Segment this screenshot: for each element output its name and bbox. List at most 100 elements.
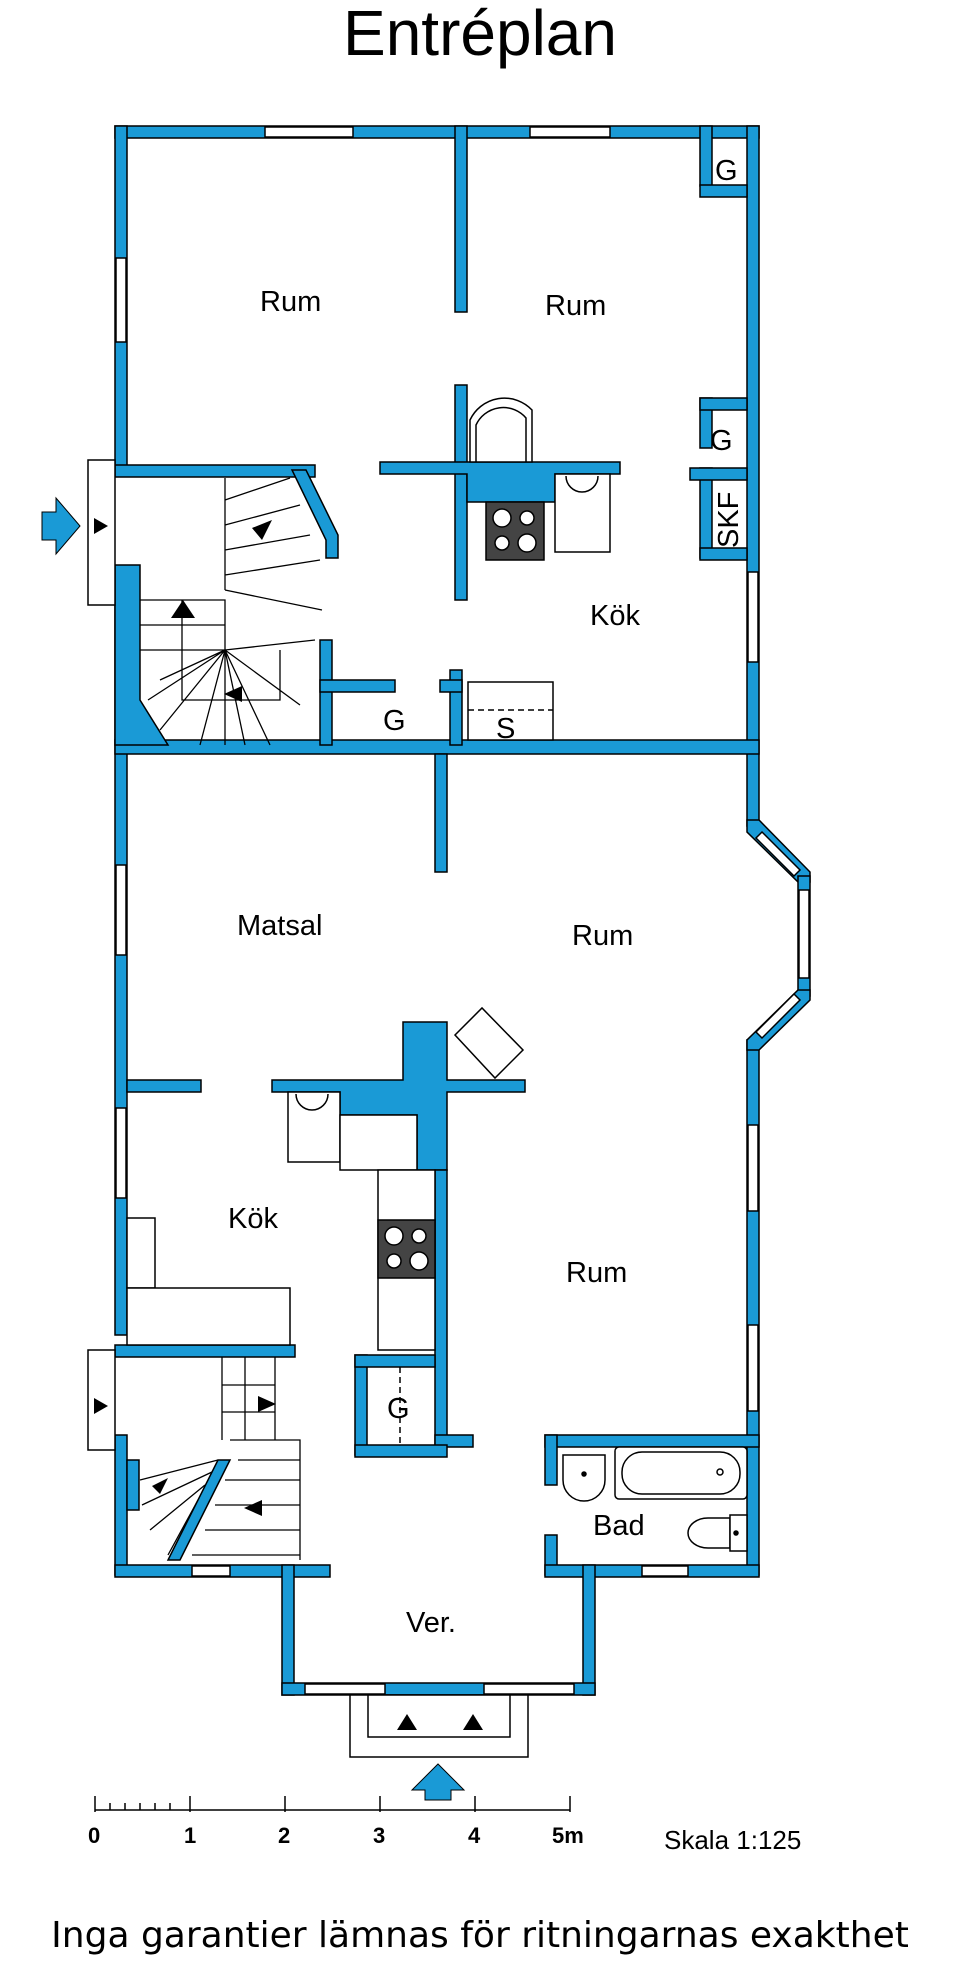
scale-text: Skala 1:125 bbox=[664, 1825, 801, 1855]
stove bbox=[485, 501, 545, 561]
stove-burner bbox=[492, 508, 512, 528]
wall bbox=[699, 397, 748, 411]
entry-steps bbox=[367, 1694, 511, 1738]
room-label-upper-right: Rum bbox=[545, 290, 606, 322]
fridge bbox=[287, 1091, 341, 1163]
bathtub-drain bbox=[716, 1468, 724, 1476]
wall bbox=[699, 547, 748, 561]
bathtub-inner bbox=[621, 1451, 741, 1495]
scale-tick-label: 0 bbox=[88, 1823, 100, 1848]
wall bbox=[434, 753, 448, 873]
wall bbox=[126, 1079, 202, 1093]
counter bbox=[339, 1114, 418, 1171]
disclaimer: Inga garantier lämnas för ritningarnas e… bbox=[51, 1915, 909, 1956]
scale-tick-label: 2 bbox=[278, 1823, 290, 1848]
stair-up-arrow bbox=[252, 520, 272, 540]
room-labels: Rum Rum Kök Matsal Rum Kök Rum Bad Ver. bbox=[228, 286, 645, 1639]
wall bbox=[114, 125, 760, 139]
wall bbox=[439, 679, 463, 693]
window bbox=[747, 1324, 759, 1412]
wall bbox=[114, 1434, 128, 1576]
wall bbox=[281, 1564, 295, 1696]
window bbox=[304, 1683, 386, 1695]
wall bbox=[434, 1169, 448, 1446]
stair-up-arrow bbox=[224, 686, 242, 702]
wall bbox=[699, 125, 713, 187]
arrows bbox=[94, 518, 483, 1730]
window bbox=[115, 1107, 127, 1199]
windows bbox=[115, 126, 810, 1695]
fixture-labels: G G SKF G S G bbox=[383, 155, 745, 1425]
entrance-arrow-bottom bbox=[410, 1763, 466, 1801]
wall bbox=[746, 125, 760, 827]
wall bbox=[746, 1039, 760, 1576]
stair-upper bbox=[140, 477, 323, 746]
stairs bbox=[139, 477, 323, 1560]
wall bbox=[544, 1434, 760, 1448]
stair-up-arrow bbox=[94, 1398, 108, 1414]
room-label-kitchen-upper: Kök bbox=[590, 600, 640, 632]
stove-burner bbox=[384, 1226, 404, 1246]
room-label-bath: Bad bbox=[593, 1510, 645, 1542]
stair-up-arrow bbox=[258, 1396, 276, 1412]
stair-wall bbox=[166, 1459, 232, 1561]
stair-up-arrow bbox=[171, 600, 195, 618]
window bbox=[641, 1565, 689, 1577]
scale-bar bbox=[94, 1796, 571, 1812]
tiled-stove-inner bbox=[475, 406, 527, 462]
floor-plan-title: Entréplan bbox=[343, 0, 617, 69]
scale-tick-label: 4 bbox=[468, 1823, 481, 1848]
stove-burner bbox=[517, 533, 537, 553]
wall bbox=[454, 125, 468, 313]
stair-wall bbox=[290, 469, 339, 559]
scale-tick-label: 3 bbox=[373, 1823, 385, 1848]
stove bbox=[377, 1219, 436, 1279]
stair-up-arrow bbox=[244, 1500, 262, 1516]
entrance-arrow-left bbox=[41, 496, 81, 556]
window bbox=[747, 571, 759, 663]
window bbox=[191, 1565, 231, 1577]
wall bbox=[689, 467, 748, 481]
window bbox=[264, 126, 354, 138]
wall bbox=[354, 1444, 448, 1458]
stove-burner bbox=[494, 535, 510, 551]
closet-label-g: G bbox=[387, 1393, 410, 1425]
toilet-seat-mark bbox=[733, 1530, 739, 1536]
entry-doors bbox=[87, 459, 529, 1758]
window bbox=[798, 889, 810, 979]
skf-label: SKF bbox=[713, 492, 745, 548]
wall bbox=[319, 679, 396, 693]
wall bbox=[114, 464, 316, 478]
toilet bbox=[687, 1517, 731, 1549]
counter bbox=[126, 1287, 291, 1346]
sink bbox=[554, 473, 611, 553]
room-label-living-upper: Rum bbox=[572, 920, 633, 952]
room-label-kitchen-lower: Kök bbox=[228, 1203, 278, 1235]
closet-label-g: G bbox=[383, 705, 406, 737]
window bbox=[754, 830, 802, 878]
stair-wall bbox=[114, 564, 170, 746]
stove-burner bbox=[386, 1253, 402, 1269]
stair-up-arrow bbox=[152, 1478, 168, 1494]
stair-up-arrow bbox=[94, 518, 108, 534]
washbasin bbox=[562, 1454, 606, 1502]
wall bbox=[544, 1434, 558, 1486]
room-label-upper-left: Rum bbox=[260, 286, 321, 318]
step-arrow bbox=[463, 1714, 483, 1730]
scale-labels: 0 1 2 3 4 5m Skala 1:125 bbox=[88, 1823, 801, 1855]
chimney bbox=[454, 384, 468, 601]
wall bbox=[354, 1354, 436, 1368]
room-label-living-lower: Rum bbox=[566, 1257, 627, 1289]
stove-burner bbox=[519, 510, 535, 526]
sink-basin bbox=[565, 475, 599, 493]
entrance-arrows bbox=[41, 496, 466, 1801]
scale-tick-label: 5m bbox=[552, 1823, 584, 1848]
wall bbox=[126, 1459, 140, 1511]
scale-tick-label: 1 bbox=[184, 1823, 196, 1848]
window bbox=[529, 126, 611, 138]
wall bbox=[114, 1344, 296, 1358]
window bbox=[115, 257, 127, 343]
closet-label-g: G bbox=[710, 425, 733, 457]
closet-label-s: S bbox=[496, 713, 515, 745]
